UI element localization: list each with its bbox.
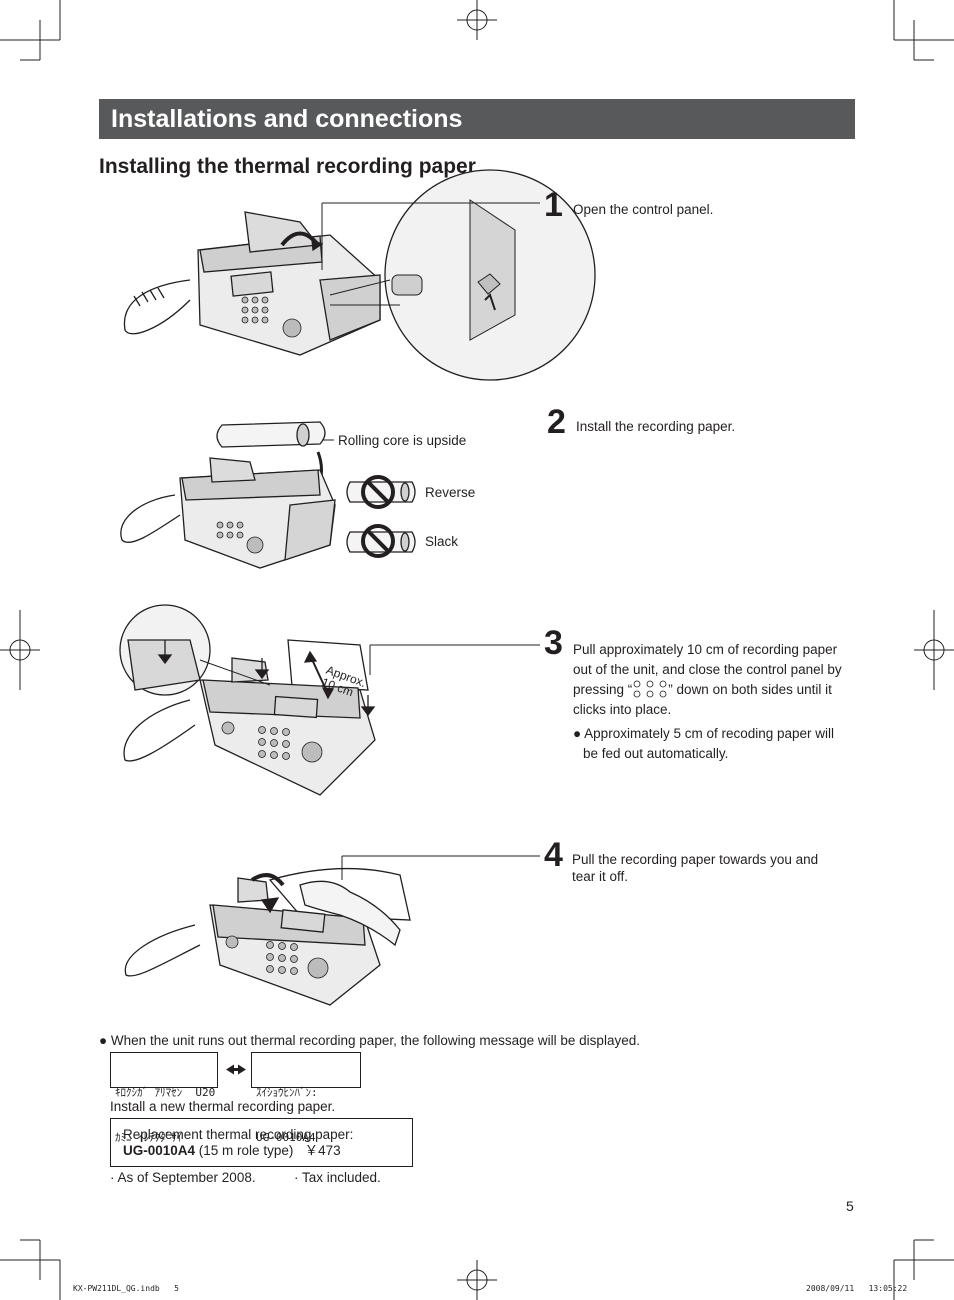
page-number: 5 [846, 1198, 854, 1214]
step-3-text: Pull approximately 10 cm of recording pa… [573, 640, 858, 764]
lcd-b-line-1: ｽｲｼｮｳﾋﾝﾊﾞﾝ: [256, 1086, 318, 1099]
bullet-icon: ● [99, 1033, 108, 1048]
slack-label: Slack [425, 534, 459, 549]
pressing-suffix: ” [668, 682, 673, 697]
step-3-line-3-rest: down on both sides until it [676, 682, 832, 697]
footer-file: KX-PW211DL_QG.indb 5 [73, 1284, 179, 1293]
out-of-paper-text: When the unit runs out thermal recording… [110, 1033, 640, 1048]
reverse-label: Reverse [425, 485, 476, 500]
page-title: Installations and connections [99, 99, 855, 139]
lcd-display-a: ｷﾛｸｼｶﾞ ｱﾘﾏｾﾝ U20 ｶﾐﾆ ｲﾚﾃｸﾀﾞｻｲ [110, 1052, 218, 1144]
rolling-core-label: Rolling core is upside [338, 433, 467, 448]
step-3-line-1: Pull approximately 10 cm of recording pa… [573, 642, 838, 657]
step-4-number: 4 [544, 836, 563, 874]
footer-timestamp: 2008/09/11 13:05:22 [806, 1284, 908, 1293]
step-3-line-4: clicks into place. [573, 702, 672, 717]
pressing-prefix: pressing “ [573, 682, 633, 697]
step-2-text: Install the recording paper. [576, 419, 736, 434]
lcd-display-b: ｽｲｼｮｳﾋﾝﾊﾞﾝ: UG-0010A4 [251, 1052, 361, 1144]
out-of-paper-message: ● When the unit runs out thermal recordi… [99, 1031, 640, 1050]
step-3-number: 3 [544, 624, 563, 662]
step-3-line-2: out of the unit, and close the control p… [573, 662, 842, 677]
step-4-line-1: Pull the recording paper towards you and [572, 852, 819, 867]
part-number: UG-0010A4 [123, 1143, 196, 1158]
replacement-label: Replacement thermal recording paper: [123, 1127, 354, 1142]
note-date: · As of September 2008. [110, 1170, 256, 1185]
step-3-note-line-2: be fed out automatically. [583, 746, 729, 761]
step-4-line-2: tear it off. [572, 869, 629, 884]
step-4-text: Pull the recording paper towards you and… [572, 851, 818, 885]
replacement-part: UG-0010A4 (15 m role type) ￥473 [123, 1143, 400, 1159]
step-3-note-text-1: Approximately 5 cm of recoding paper wil… [584, 726, 835, 741]
step-3-note: ● Approximately 5 cm of recoding paper w… [573, 724, 858, 764]
replacement-info-box: Replacement thermal recording paper: UG-… [110, 1118, 413, 1167]
step-3-note-line-1: ● Approximately 5 cm of recoding paper w… [573, 724, 858, 744]
lcd-a-line-1: ｷﾛｸｼｶﾞ ｱﾘﾏｾﾝ U20 [115, 1086, 216, 1099]
lcd-a-line-2: ｶﾐﾆ ｲﾚﾃｸﾀﾞｻｲ [115, 1131, 183, 1144]
press-dots-icon [633, 680, 667, 698]
install-instruction: Install a new thermal recording paper. [110, 1099, 336, 1114]
step-3-line-3: pressing “ ” down on both sides until it [573, 680, 858, 700]
step-2-number: 2 [547, 403, 566, 441]
part-detail: (15 m role type) ￥473 [195, 1143, 341, 1158]
section-title: Installing the thermal recording paper [99, 155, 476, 178]
bullet-icon: ● [573, 726, 582, 741]
lcd-b-line-2: UG-0010A4 [256, 1131, 316, 1144]
note-tax: · Tax included. [294, 1170, 381, 1185]
step-1-number: 1 [544, 186, 563, 224]
step-1-text: Open the control panel. [573, 202, 714, 217]
